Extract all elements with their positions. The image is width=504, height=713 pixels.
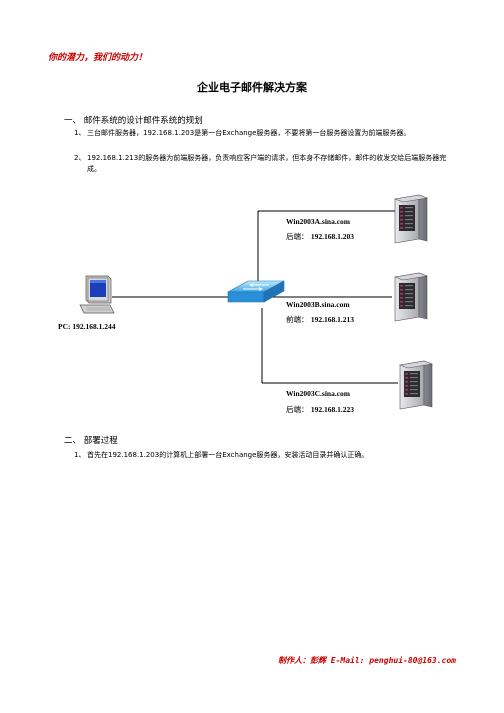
server-b-ip: 192.168.1.213 bbox=[310, 315, 355, 324]
header-slogan: 你的潜力，我们的动力！ bbox=[48, 53, 148, 63]
server-b-role: 前端： bbox=[286, 315, 309, 324]
item-number: 1、 bbox=[74, 451, 86, 459]
document-title: 企业电子邮件解决方案 bbox=[197, 81, 307, 94]
item-number: 1、 bbox=[74, 129, 86, 137]
server-c-role: 后端： bbox=[286, 405, 309, 414]
server-b-name: Win2003B.sina.com bbox=[286, 300, 350, 309]
item-text: 192.168.1.213的服务器为前端服务器，负责响应客户端的请求，但本身不存… bbox=[87, 154, 447, 173]
section-1-item-2: 2、 192.168.1.213的服务器为前端服务器，负责响应客户端的请求，但本… bbox=[74, 153, 464, 177]
server-c-icon bbox=[398, 360, 434, 410]
server-b-address: 前端： 192.168.1.213 bbox=[286, 314, 354, 325]
server-c-address: 后端： 192.168.1.223 bbox=[286, 404, 354, 415]
server-a-role: 后端： bbox=[286, 232, 309, 241]
server-c-ip: 192.168.1.223 bbox=[310, 405, 355, 414]
footer-author-email: 制作人：彭辉 E-Mail: penghui-80@163.com bbox=[277, 656, 456, 665]
server-a-ip: 192.168.1.203 bbox=[310, 232, 355, 241]
pc-label: PC: 192.168.1.244 bbox=[58, 322, 116, 331]
switch-icon bbox=[227, 280, 285, 303]
server-a-address: 后端： 192.168.1.203 bbox=[286, 231, 354, 242]
server-a-name: Win2003A.sina.com bbox=[286, 217, 351, 226]
section-2-item-1: 1、 首先在192.168.1.203的计算机上部署一台Exchange服务器，… bbox=[74, 450, 464, 474]
pc-icon bbox=[79, 275, 115, 314]
server-b-icon bbox=[393, 272, 429, 322]
section-1-item-1: 1、 三台邮件服务器，192.168.1.203是第一台Exchange服务器，… bbox=[74, 128, 464, 152]
network-links bbox=[112, 210, 398, 384]
section-1-heading: 一、 邮件系统的设计邮件系统的规划 bbox=[64, 116, 203, 126]
server-a-icon bbox=[393, 194, 429, 244]
item-number: 2、 bbox=[74, 154, 86, 162]
server-c-name: Win2003C.sina.com bbox=[286, 389, 351, 398]
item-text: 首先在192.168.1.203的计算机上部署一台Exchange服务器，安装活… bbox=[87, 451, 369, 459]
section-2-heading: 二、 部署过程 bbox=[64, 436, 118, 446]
item-text: 三台邮件服务器，192.168.1.203是第一台Exchange服务器，不要将… bbox=[87, 129, 411, 137]
